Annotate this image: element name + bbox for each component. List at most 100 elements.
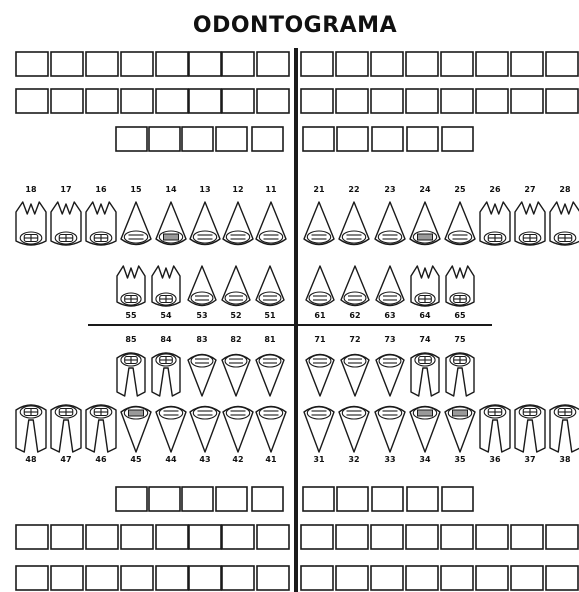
box-cell[interactable] — [546, 525, 578, 549]
tooth-72[interactable] — [341, 355, 369, 397]
box-cell[interactable] — [476, 89, 508, 113]
box-cell[interactable] — [442, 487, 473, 511]
tooth-12[interactable] — [223, 202, 253, 245]
box-cell[interactable] — [216, 127, 247, 151]
box-cell[interactable] — [149, 127, 180, 151]
box-cell[interactable] — [252, 127, 283, 151]
tooth-55[interactable] — [117, 266, 145, 306]
box-cell[interactable] — [257, 566, 289, 590]
box-cell[interactable] — [546, 89, 578, 113]
tooth-63[interactable] — [376, 266, 404, 306]
box-cell[interactable] — [257, 525, 289, 549]
box-cell[interactable] — [336, 525, 368, 549]
box-cell[interactable] — [86, 89, 118, 113]
box-cell[interactable] — [337, 487, 368, 511]
tooth-42[interactable] — [223, 407, 253, 453]
box-cell[interactable] — [336, 89, 368, 113]
tooth-11[interactable] — [256, 202, 286, 245]
box-cell[interactable] — [511, 89, 543, 113]
tooth-24[interactable] — [410, 202, 440, 245]
box-cell[interactable] — [371, 52, 403, 76]
tooth-14[interactable] — [156, 202, 186, 245]
tooth-18[interactable] — [16, 202, 46, 245]
tooth-38[interactable] — [550, 405, 579, 452]
box-cell[interactable] — [121, 566, 153, 590]
box-cell[interactable] — [116, 127, 147, 151]
box-cell[interactable] — [441, 89, 473, 113]
box-cell[interactable] — [222, 52, 254, 76]
box-cell[interactable] — [336, 566, 368, 590]
tooth-41[interactable] — [256, 407, 286, 453]
box-cell[interactable] — [252, 487, 283, 511]
box-cell[interactable] — [511, 52, 543, 76]
tooth-23[interactable] — [375, 202, 405, 245]
box-cell[interactable] — [372, 127, 403, 151]
tooth-47[interactable] — [51, 405, 81, 452]
tooth-61[interactable] — [306, 266, 334, 306]
box-cell[interactable] — [257, 52, 289, 76]
tooth-33[interactable] — [375, 407, 405, 453]
box-cell[interactable] — [189, 566, 221, 590]
tooth-37[interactable] — [515, 405, 545, 452]
box-cell[interactable] — [301, 566, 333, 590]
box-cell[interactable] — [371, 89, 403, 113]
tooth-36[interactable] — [480, 405, 510, 452]
box-cell[interactable] — [86, 52, 118, 76]
box-cell[interactable] — [442, 127, 473, 151]
tooth-74[interactable] — [411, 353, 439, 396]
tooth-26[interactable] — [480, 202, 510, 245]
box-cell[interactable] — [336, 52, 368, 76]
box-cell[interactable] — [121, 52, 153, 76]
box-cell[interactable] — [476, 52, 508, 76]
tooth-45[interactable] — [121, 407, 151, 453]
tooth-16[interactable] — [86, 202, 116, 245]
box-cell[interactable] — [222, 525, 254, 549]
box-cell[interactable] — [546, 566, 578, 590]
box-cell[interactable] — [301, 525, 333, 549]
tooth-53[interactable] — [188, 266, 216, 306]
box-cell[interactable] — [476, 566, 508, 590]
box-cell[interactable] — [156, 89, 188, 113]
tooth-25[interactable] — [445, 202, 475, 245]
tooth-35[interactable] — [445, 407, 475, 453]
tooth-71[interactable] — [306, 355, 334, 397]
tooth-64[interactable] — [411, 266, 439, 306]
tooth-43[interactable] — [190, 407, 220, 453]
box-cell[interactable] — [156, 566, 188, 590]
box-cell[interactable] — [86, 566, 118, 590]
box-cell[interactable] — [121, 89, 153, 113]
box-cell[interactable] — [407, 127, 438, 151]
tooth-75[interactable] — [446, 353, 474, 396]
box-cell[interactable] — [16, 52, 48, 76]
box-cell[interactable] — [16, 89, 48, 113]
box-cell[interactable] — [16, 566, 48, 590]
box-cell[interactable] — [371, 525, 403, 549]
box-cell[interactable] — [371, 566, 403, 590]
tooth-62[interactable] — [341, 266, 369, 306]
box-cell[interactable] — [51, 525, 83, 549]
box-cell[interactable] — [182, 127, 213, 151]
box-cell[interactable] — [86, 525, 118, 549]
tooth-28[interactable] — [550, 202, 579, 245]
box-cell[interactable] — [121, 525, 153, 549]
box-cell[interactable] — [222, 89, 254, 113]
box-cell[interactable] — [303, 127, 334, 151]
box-cell[interactable] — [51, 566, 83, 590]
box-cell[interactable] — [406, 89, 438, 113]
box-cell[interactable] — [156, 52, 188, 76]
tooth-52[interactable] — [222, 266, 250, 306]
box-cell[interactable] — [441, 566, 473, 590]
box-cell[interactable] — [51, 89, 83, 113]
box-cell[interactable] — [441, 52, 473, 76]
tooth-15[interactable] — [121, 202, 151, 245]
tooth-17[interactable] — [51, 202, 81, 245]
box-cell[interactable] — [337, 127, 368, 151]
tooth-65[interactable] — [446, 266, 474, 306]
tooth-44[interactable] — [156, 407, 186, 453]
tooth-48[interactable] — [16, 405, 46, 452]
tooth-13[interactable] — [190, 202, 220, 245]
box-cell[interactable] — [407, 487, 438, 511]
box-cell[interactable] — [189, 89, 221, 113]
tooth-34[interactable] — [410, 407, 440, 453]
tooth-85[interactable] — [117, 353, 145, 396]
